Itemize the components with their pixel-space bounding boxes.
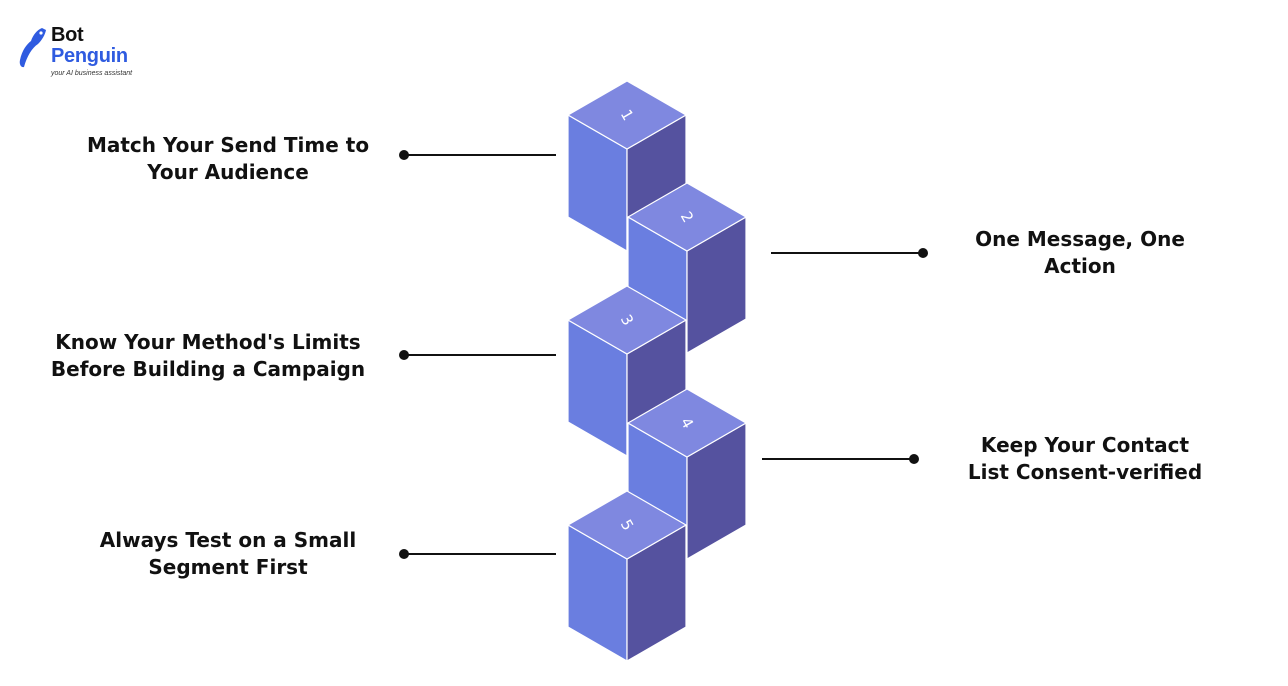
- step-1-label-line2: Your Audience: [147, 160, 309, 184]
- step-5-label: Always Test on a Small Segment First: [78, 527, 378, 581]
- step-5-connector-line: [404, 553, 556, 555]
- step-4-connector-dot: [909, 454, 919, 464]
- brand-tagline: your AI business assistant: [51, 70, 133, 77]
- step-2-connector-dot: [918, 248, 928, 258]
- step-3-label-line1: Know Your Method's Limits: [55, 330, 361, 354]
- cube-3-top-face: [567, 285, 687, 355]
- cube-5: 5: [567, 490, 687, 662]
- step-3-label: Know Your Method's Limits Before Buildin…: [38, 329, 378, 383]
- cube-4-top-face: [627, 388, 747, 458]
- step-4-label-line1: Keep Your Contact: [980, 433, 1190, 457]
- step-1-connector-line: [404, 154, 556, 156]
- cube-1-top-face: [567, 80, 687, 150]
- cube-2-top-face: [627, 182, 747, 252]
- step-2-label-line2: Action: [1044, 254, 1116, 278]
- step-4-connector-line: [762, 458, 914, 460]
- step-4-label-line2: List Consent-verified: [967, 460, 1203, 484]
- step-2-connector-line: [771, 252, 923, 254]
- step-5-label-line1: Always Test on a Small: [99, 528, 357, 552]
- brand-name-part2: Penguin: [51, 45, 128, 67]
- step-3-connector-line: [404, 354, 556, 356]
- penguin-icon: [19, 28, 46, 68]
- step-3-label-line2: Before Building a Campaign: [50, 357, 366, 381]
- brand-logo: Bot Penguin your AI business assistant: [18, 24, 148, 82]
- step-1-label-line1: Match Your Send Time to: [86, 133, 370, 157]
- brand-name-part1: Bot: [51, 24, 84, 46]
- step-1-label: Match Your Send Time to Your Audience: [68, 132, 388, 186]
- step-2-label-line1: One Message, One: [975, 227, 1185, 251]
- cube-5-top-face: [567, 490, 687, 560]
- step-5-label-line2: Segment First: [148, 555, 308, 579]
- step-2-label: One Message, One Action: [930, 226, 1230, 280]
- step-4-label: Keep Your Contact List Consent-verified: [935, 432, 1235, 486]
